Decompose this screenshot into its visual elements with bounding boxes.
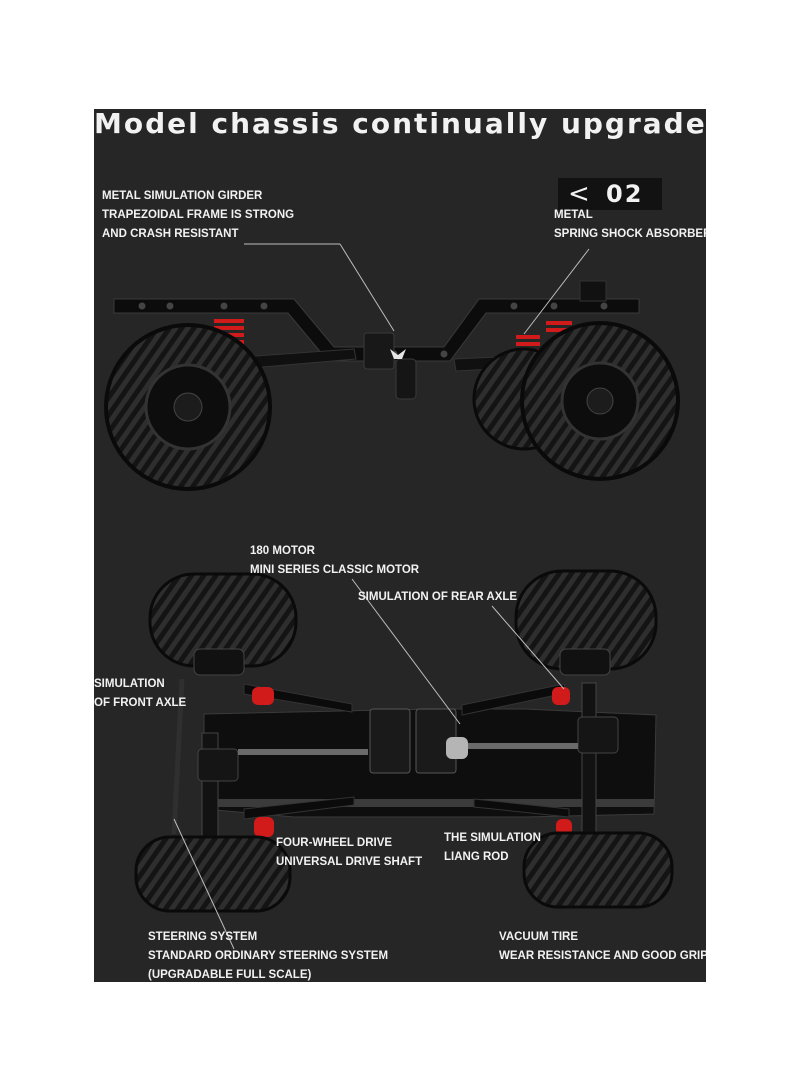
page-title: Model chassis continually upgraded [94, 109, 706, 140]
callout-lines [173, 243, 590, 950]
label-rear-axle: SIMULATION OF REAR AXLE [358, 591, 518, 603]
section-number: 02 [606, 180, 644, 208]
top-view-chassis [134, 569, 674, 913]
section-badge: < 02 [558, 178, 662, 210]
chevron-left-icon: < [568, 179, 590, 209]
chassis-illustration [104, 243, 680, 950]
side-view-chassis [104, 280, 680, 491]
product-panel: Model chassis continually upgraded < 02 … [94, 109, 706, 982]
